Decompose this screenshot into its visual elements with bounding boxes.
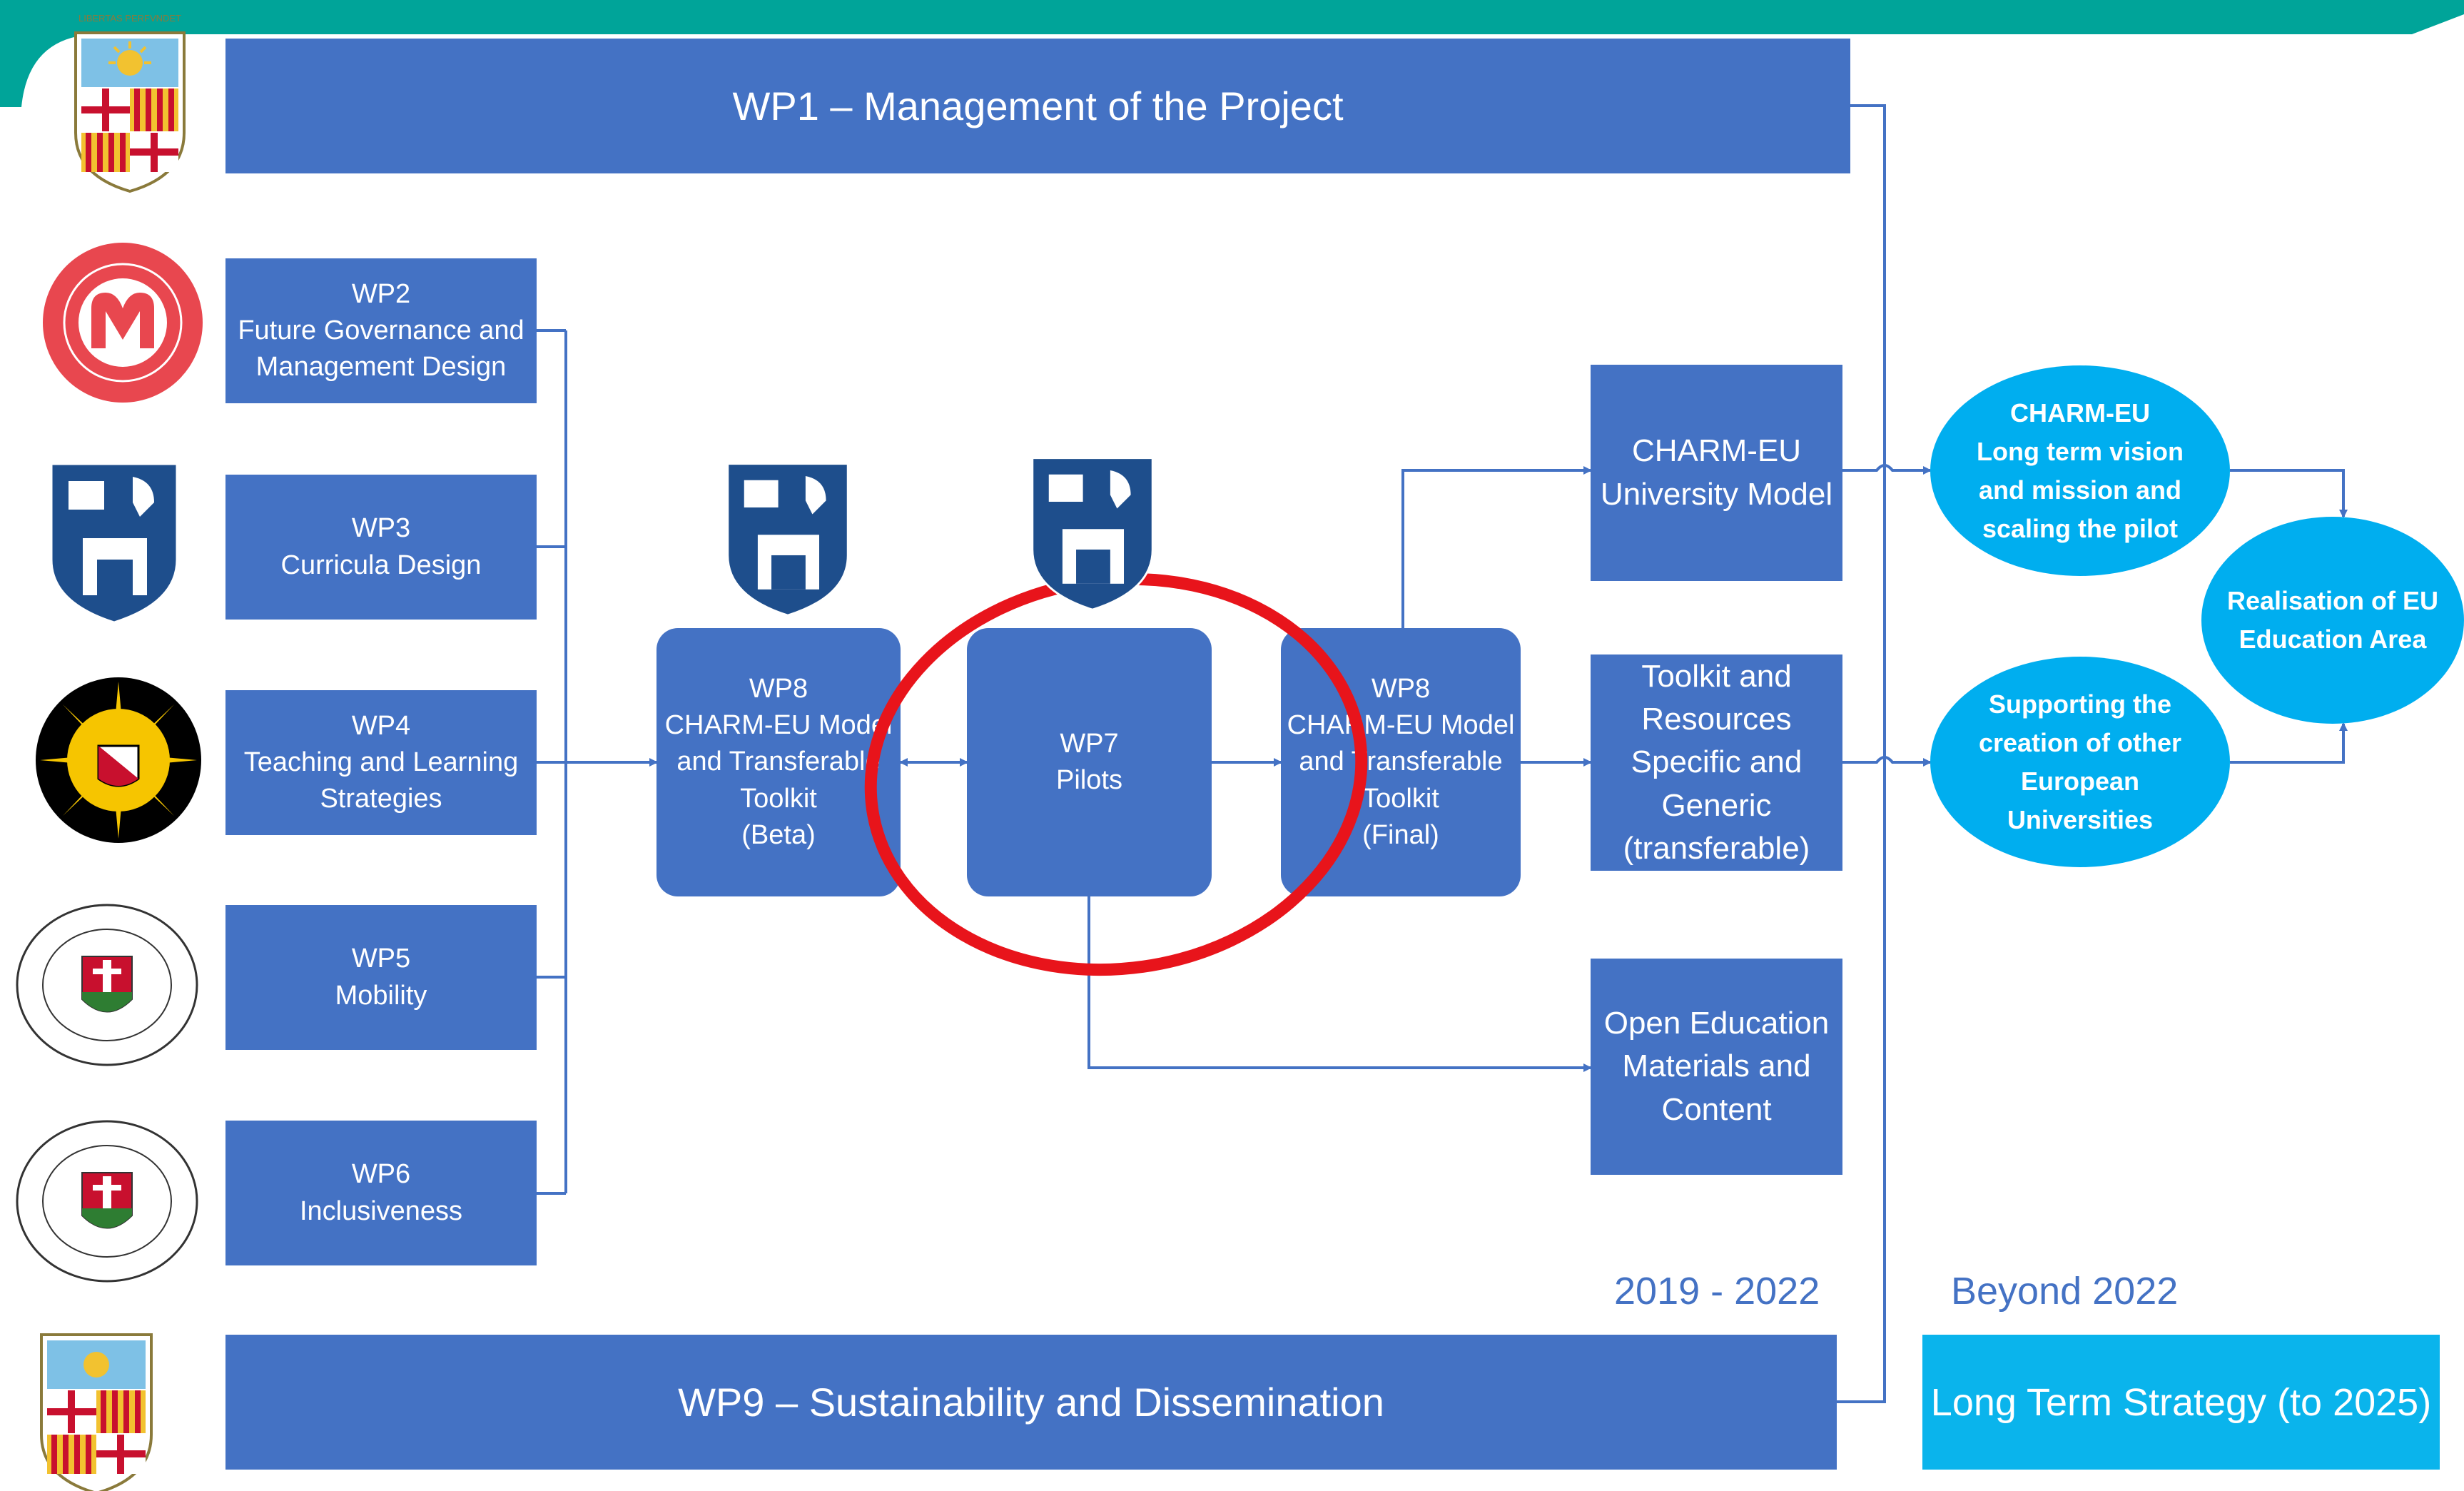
barcelona-motto-top: LIBERTAS PERFVNDET [78,13,181,24]
wp1-wp9-connector [1837,104,1886,1403]
realisation-label: Realisation of EU Education Area [2226,586,2439,654]
open-education-box[interactable]: Open Education Materials and Content [1591,959,1842,1175]
long-term-strategy-box[interactable]: Long Term Strategy (to 2025) [1922,1335,2440,1470]
final-to-university-model-arrow [1401,466,1592,628]
supporting-universities-ellipse[interactable]: Supporting the creation of other Europea… [1930,657,2230,867]
wp3-box[interactable]: WP3 Curricula Design [225,475,537,620]
wp8-beta-box[interactable]: WP8 CHARM-EU Model and Transferable Tool… [656,628,901,896]
wp7-label: WP7 Pilots [1056,728,1122,795]
wp8-beta-label: WP8 CHARM-EU Model and Transferable Tool… [664,673,893,850]
trinity-crest-above-wp8-beta [726,463,849,617]
wp2-label: WP2 Future Governance and Management Des… [238,278,524,383]
wp5-label: WP5 Mobility [335,944,427,1011]
barcelona-university-seal-top: LIBERTAS PERFVNDET [74,13,186,193]
header-band [0,0,2464,107]
wp2-box[interactable]: WP2 Future Governance and Management Des… [225,258,537,403]
university-model-box[interactable]: CHARM-EU University Model [1591,365,1842,581]
period-label: 2019 - 2022 [1614,1270,1820,1313]
trinity-college-crest [50,463,178,624]
wp6-box[interactable]: WP6 Inclusiveness [225,1121,537,1265]
wp6-label: WP6 Inclusiveness [299,1159,463,1226]
wp9-label: WP9 – Sustainability and Dissemination [678,1379,1384,1425]
wp7-to-open-education-arrow [1087,896,1592,1072]
barcelona-university-seal-bottom [40,1333,153,1491]
trinity-crest-above-wp7 [1031,457,1154,611]
long-term-strategy-label: Long Term Strategy (to 2025) [1930,1380,2432,1424]
wp1-management-bar[interactable]: WP1 – Management of the Project [225,39,1850,173]
utrecht-university-logo [36,677,201,843]
wp3-label: WP3 Curricula Design [280,513,482,580]
university-model-label: CHARM-EU University Model [1600,433,1833,512]
supporting-to-realisation-arrow [2230,722,2348,764]
long-term-vision-ellipse[interactable]: CHARM-EU Long term vision and mission an… [1930,365,2230,576]
wp1-label: WP1 – Management of the Project [732,83,1344,128]
toolkit-resources-box[interactable]: Toolkit and Resources Specific and Gener… [1591,654,1842,871]
elte-university-seal-1 [16,904,198,1066]
toolkit-resources-label: Toolkit and Resources Specific and Gener… [1623,658,1810,866]
realisation-eu-ellipse[interactable]: Realisation of EU Education Area [2201,517,2464,724]
beyond-label: Beyond 2022 [1951,1270,2179,1313]
supporting-label: Supporting the creation of other Europea… [1978,689,2182,834]
university-model-to-vision-arrow [1842,464,1932,475]
toolkit-to-supporting-arrow [1842,756,1932,767]
open-education-label: Open Education Materials and Content [1603,1006,1830,1127]
wp4-box[interactable]: WP4 Teaching and Learning Strategies [225,690,537,835]
wp5-box[interactable]: WP5 Mobility [225,905,537,1050]
montpellier-university-logo [43,243,203,403]
wp7-pilots-box[interactable]: WP7 Pilots [967,628,1212,896]
vision-label: CHARM-EU Long term vision and mission an… [1976,398,2184,543]
elte-university-seal-2 [16,1120,198,1283]
wp9-sustainability-bar[interactable]: WP9 – Sustainability and Dissemination [225,1335,1837,1470]
vision-to-realisation-arrow [2230,469,2348,518]
wp4-label: WP4 Teaching and Learning Strategies [243,710,519,814]
wp8-final-box[interactable]: WP8 CHARM-EU Model and Transferable Tool… [1281,628,1521,896]
